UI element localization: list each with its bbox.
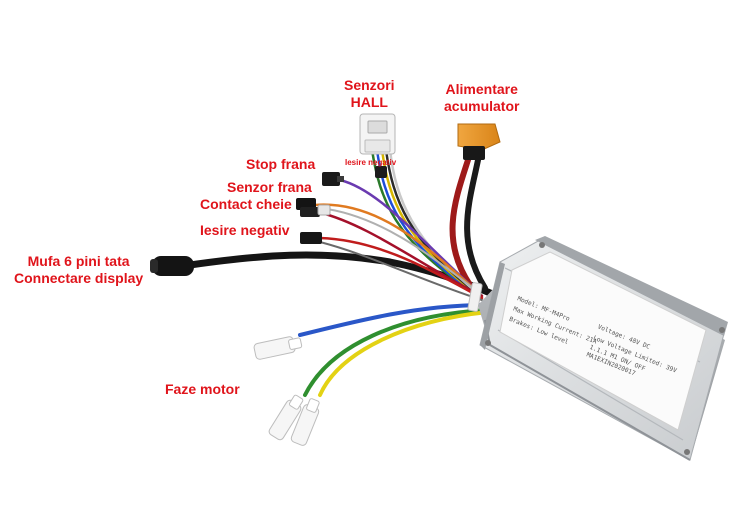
label-mufa-display-line2: Connectare display	[14, 270, 144, 286]
power-red-wire	[449, 157, 473, 288]
label-alimentare-line2: acumulator	[444, 98, 520, 114]
label-mufa-display-line1: Mufa 6 pini tata	[27, 253, 130, 269]
label-faze-motor: Faze motor	[165, 381, 240, 397]
label-mufa-display: Mufa 6 pini tata Connectare display	[14, 253, 143, 287]
label-alimentare: Alimentare acumulator	[444, 81, 519, 115]
label-iesire-negativ-small: Iesire negativ	[345, 158, 397, 167]
negative-out-plug	[300, 232, 322, 244]
xt60-connector	[457, 123, 501, 160]
label-contact-cheie: Contact cheie	[200, 196, 292, 212]
phase-connectors	[253, 336, 320, 446]
label-senzor-frana: Senzor frana	[227, 179, 312, 195]
phase-green-wire	[303, 308, 488, 397]
negative-out-small-plug	[375, 166, 387, 178]
controller-housing	[478, 236, 728, 461]
label-senzori-hall-line2: HALL	[350, 94, 388, 110]
hall-connector	[359, 113, 396, 155]
power-black-wire	[464, 157, 488, 291]
phase-yellow-wire	[318, 310, 490, 397]
brake-stop-plug	[322, 172, 344, 186]
label-stop-frana: Stop frana	[246, 156, 316, 172]
brake-sensor-plugs	[296, 198, 331, 217]
label-alimentare-line1: Alimentare	[445, 81, 518, 97]
label-senzori-hall-line1: Senzori	[344, 77, 395, 93]
display-6pin-connector	[150, 256, 194, 276]
label-senzori-hall: Senzori HALL	[344, 77, 395, 111]
nameplate	[499, 251, 707, 431]
label-iesire-negativ: Iesire negativ	[200, 222, 290, 238]
phase-blue-wire	[298, 303, 487, 337]
